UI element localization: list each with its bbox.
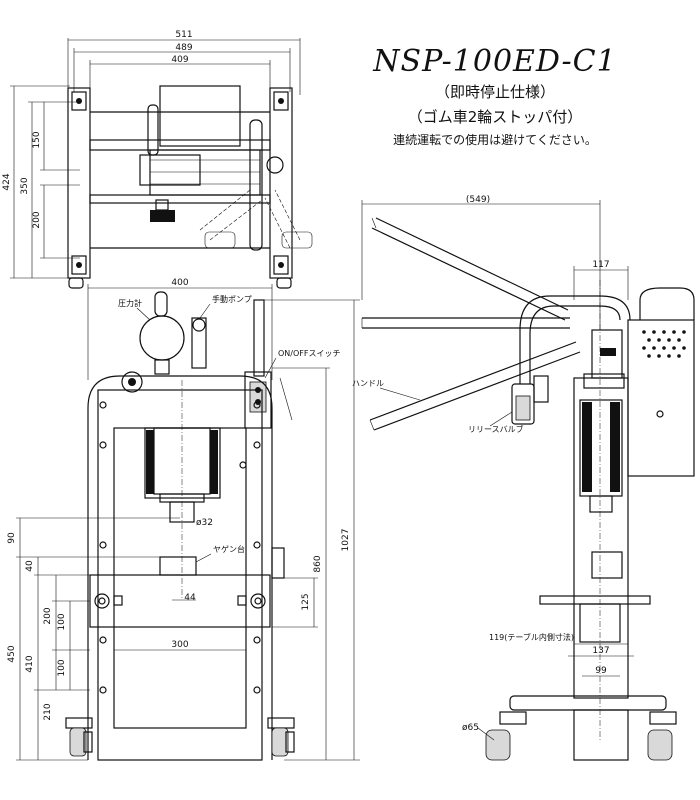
dim-200-front: 200 [43, 607, 53, 624]
front-view: 400 圧力計 手動ポンプ ON/OFFスイッチ [7, 278, 360, 761]
dim-300: 300 [171, 640, 188, 650]
spring-right [210, 430, 218, 494]
title-block: NSP-100ED-C1 （即時停止仕様） （ゴム車2輪ストッパ付） 連続運転で… [330, 44, 660, 148]
dim-200: 200 [32, 211, 42, 228]
dim-99: 99 [595, 666, 607, 676]
dim-549: (549) [466, 195, 490, 205]
dim-511: 511 [175, 30, 192, 40]
dim-409: 409 [171, 55, 188, 65]
side-view: (549) 117 ハンドル リリースバルブ [352, 195, 695, 761]
dim-350: 350 [20, 177, 30, 194]
dim-450: 450 [7, 645, 17, 662]
dim-489: 489 [175, 43, 192, 53]
label-release-valve: リリースバルブ [468, 424, 524, 434]
dim-100-lower: 100 [57, 659, 67, 676]
dim-119-table: 119(テーブル内側寸法) [489, 632, 574, 642]
label-handle: ハンドル [352, 379, 384, 388]
dim-44: 44 [184, 593, 196, 603]
spring-left [146, 430, 154, 494]
dim-137: 137 [592, 646, 609, 656]
dim-117: 117 [592, 260, 609, 270]
label-pump: 手動ポンプ [212, 294, 252, 304]
vent-holes [642, 330, 686, 358]
label-anvil: ヤゲン台 [213, 544, 245, 554]
dim-d32: ø32 [196, 518, 213, 528]
dim-860: 860 [313, 555, 323, 572]
label-switch: ON/OFFスイッチ [278, 349, 340, 358]
dim-410: 410 [25, 655, 35, 672]
usage-note: 連続運転での使用は避けてください。 [393, 133, 597, 147]
dim-40: 40 [25, 560, 35, 572]
option-subtitle: （ゴム車2輪ストッパ付） [407, 108, 583, 126]
dim-125: 125 [301, 593, 311, 610]
dim-100-upper: 100 [57, 613, 67, 630]
model-name: NSP-100ED-C1 [373, 44, 617, 79]
dim-210: 210 [43, 703, 53, 720]
dim-150: 150 [32, 131, 42, 148]
handle-positions [361, 217, 581, 431]
dim-424: 424 [2, 173, 12, 190]
dim-90: 90 [7, 532, 17, 544]
spec-subtitle: （即時停止仕様） [434, 83, 555, 101]
dim-1027: 1027 [341, 529, 351, 552]
dim-d65: ø65 [462, 723, 479, 733]
top-view: 511 489 409 424 150 350 200 [2, 30, 313, 289]
dim-400: 400 [171, 278, 188, 288]
label-gauge: 圧力計 [118, 298, 142, 308]
